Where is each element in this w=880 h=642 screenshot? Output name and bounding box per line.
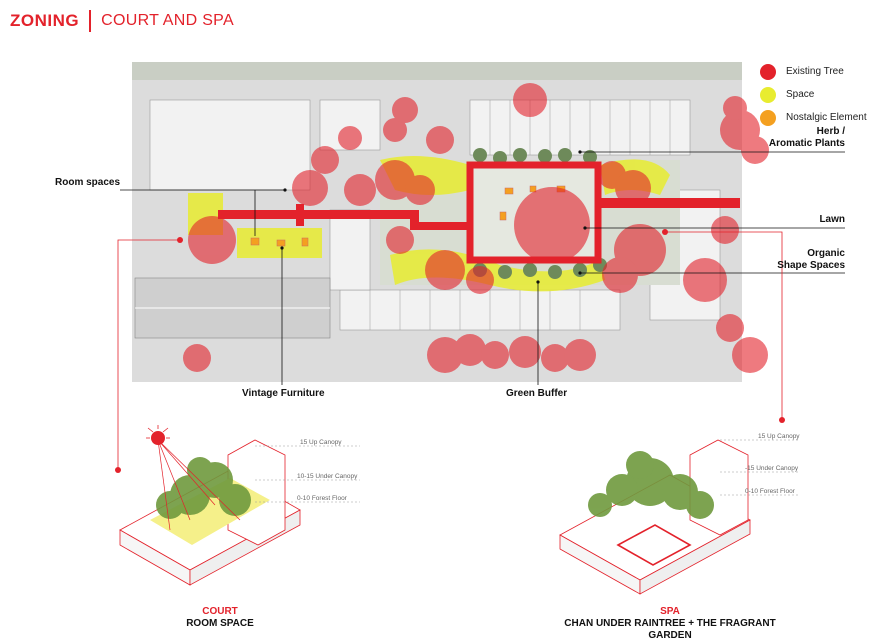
existing-tree-swatch: [760, 63, 776, 80]
legend-item-space: Space: [760, 83, 867, 106]
callout-organic: Organic Shape Spaces: [777, 248, 845, 272]
page-subtitle: COURT AND SPA: [101, 12, 234, 29]
court-level-up: 15 Up Canopy: [300, 439, 342, 446]
header: ZONING COURT AND SPA: [10, 8, 234, 34]
title-divider: [89, 10, 92, 32]
court-axonometric: 15 Up Canopy 10-15 Under Canopy 0-10 For…: [119, 425, 360, 586]
legend-label: Space: [786, 89, 815, 100]
spa-caption-sub: CHAN UNDER RAINTREE + THE FRAGRANT GARDE…: [564, 618, 776, 641]
callout-organic-line2: Shape Spaces: [777, 260, 845, 271]
spa-level-under: -15 Under Canopy: [745, 465, 799, 472]
spa-caption: SPA CHAN UNDER RAINTREE + THE FRAGRANT G…: [545, 606, 795, 642]
space-swatch: [760, 86, 776, 103]
callout-vintage-furniture: Vintage Furniture: [242, 388, 325, 399]
callout-organic-line1: Organic: [807, 248, 845, 259]
legend-item-existing-tree: Existing Tree: [760, 60, 867, 83]
callout-lawn: Lawn: [819, 214, 845, 225]
leader-dots: [280, 150, 587, 284]
callout-herb-line1: Herb /: [816, 126, 845, 137]
court-level-under: 10-15 Under Canopy: [297, 473, 358, 480]
red-connectors: [117, 231, 783, 470]
red-connector-dots: [115, 229, 785, 473]
court-caption-sub: ROOM SPACE: [186, 618, 254, 629]
legend-item-nostalgic: Nostalgic Element: [760, 106, 867, 129]
callout-herb-line2: Aromatic Plants: [768, 138, 845, 149]
callout-green-buffer: Green Buffer: [506, 388, 568, 399]
spa-level-up: 15 Up Canopy: [758, 433, 800, 440]
red-spine: [218, 198, 740, 230]
existing-trees: [183, 83, 769, 373]
callout-room-spaces: Room spaces: [55, 177, 121, 188]
green-hedges: [473, 148, 607, 279]
court-level-floor: 0-10 Forest Floor: [297, 495, 348, 502]
leader-lines: [120, 151, 845, 385]
spa-level-floor: 0-10 Forest Floor: [745, 488, 796, 495]
court-caption: COURT ROOM SPACE: [160, 606, 280, 630]
legend-label: Existing Tree: [786, 66, 844, 77]
page-title: ZONING: [10, 11, 80, 30]
spa-axonometric: 15 Up Canopy -15 Under Canopy 0-10 Fores…: [559, 433, 800, 595]
spa-caption-title: SPA: [660, 606, 680, 617]
court-caption-title: COURT: [202, 606, 238, 617]
nostalgic-swatch: [760, 109, 776, 126]
legend: Existing Tree Space Nostalgic Element: [760, 60, 867, 129]
legend-label: Nostalgic Element: [786, 112, 867, 123]
callout-herb: Herb / Aromatic Plants: [769, 126, 845, 150]
